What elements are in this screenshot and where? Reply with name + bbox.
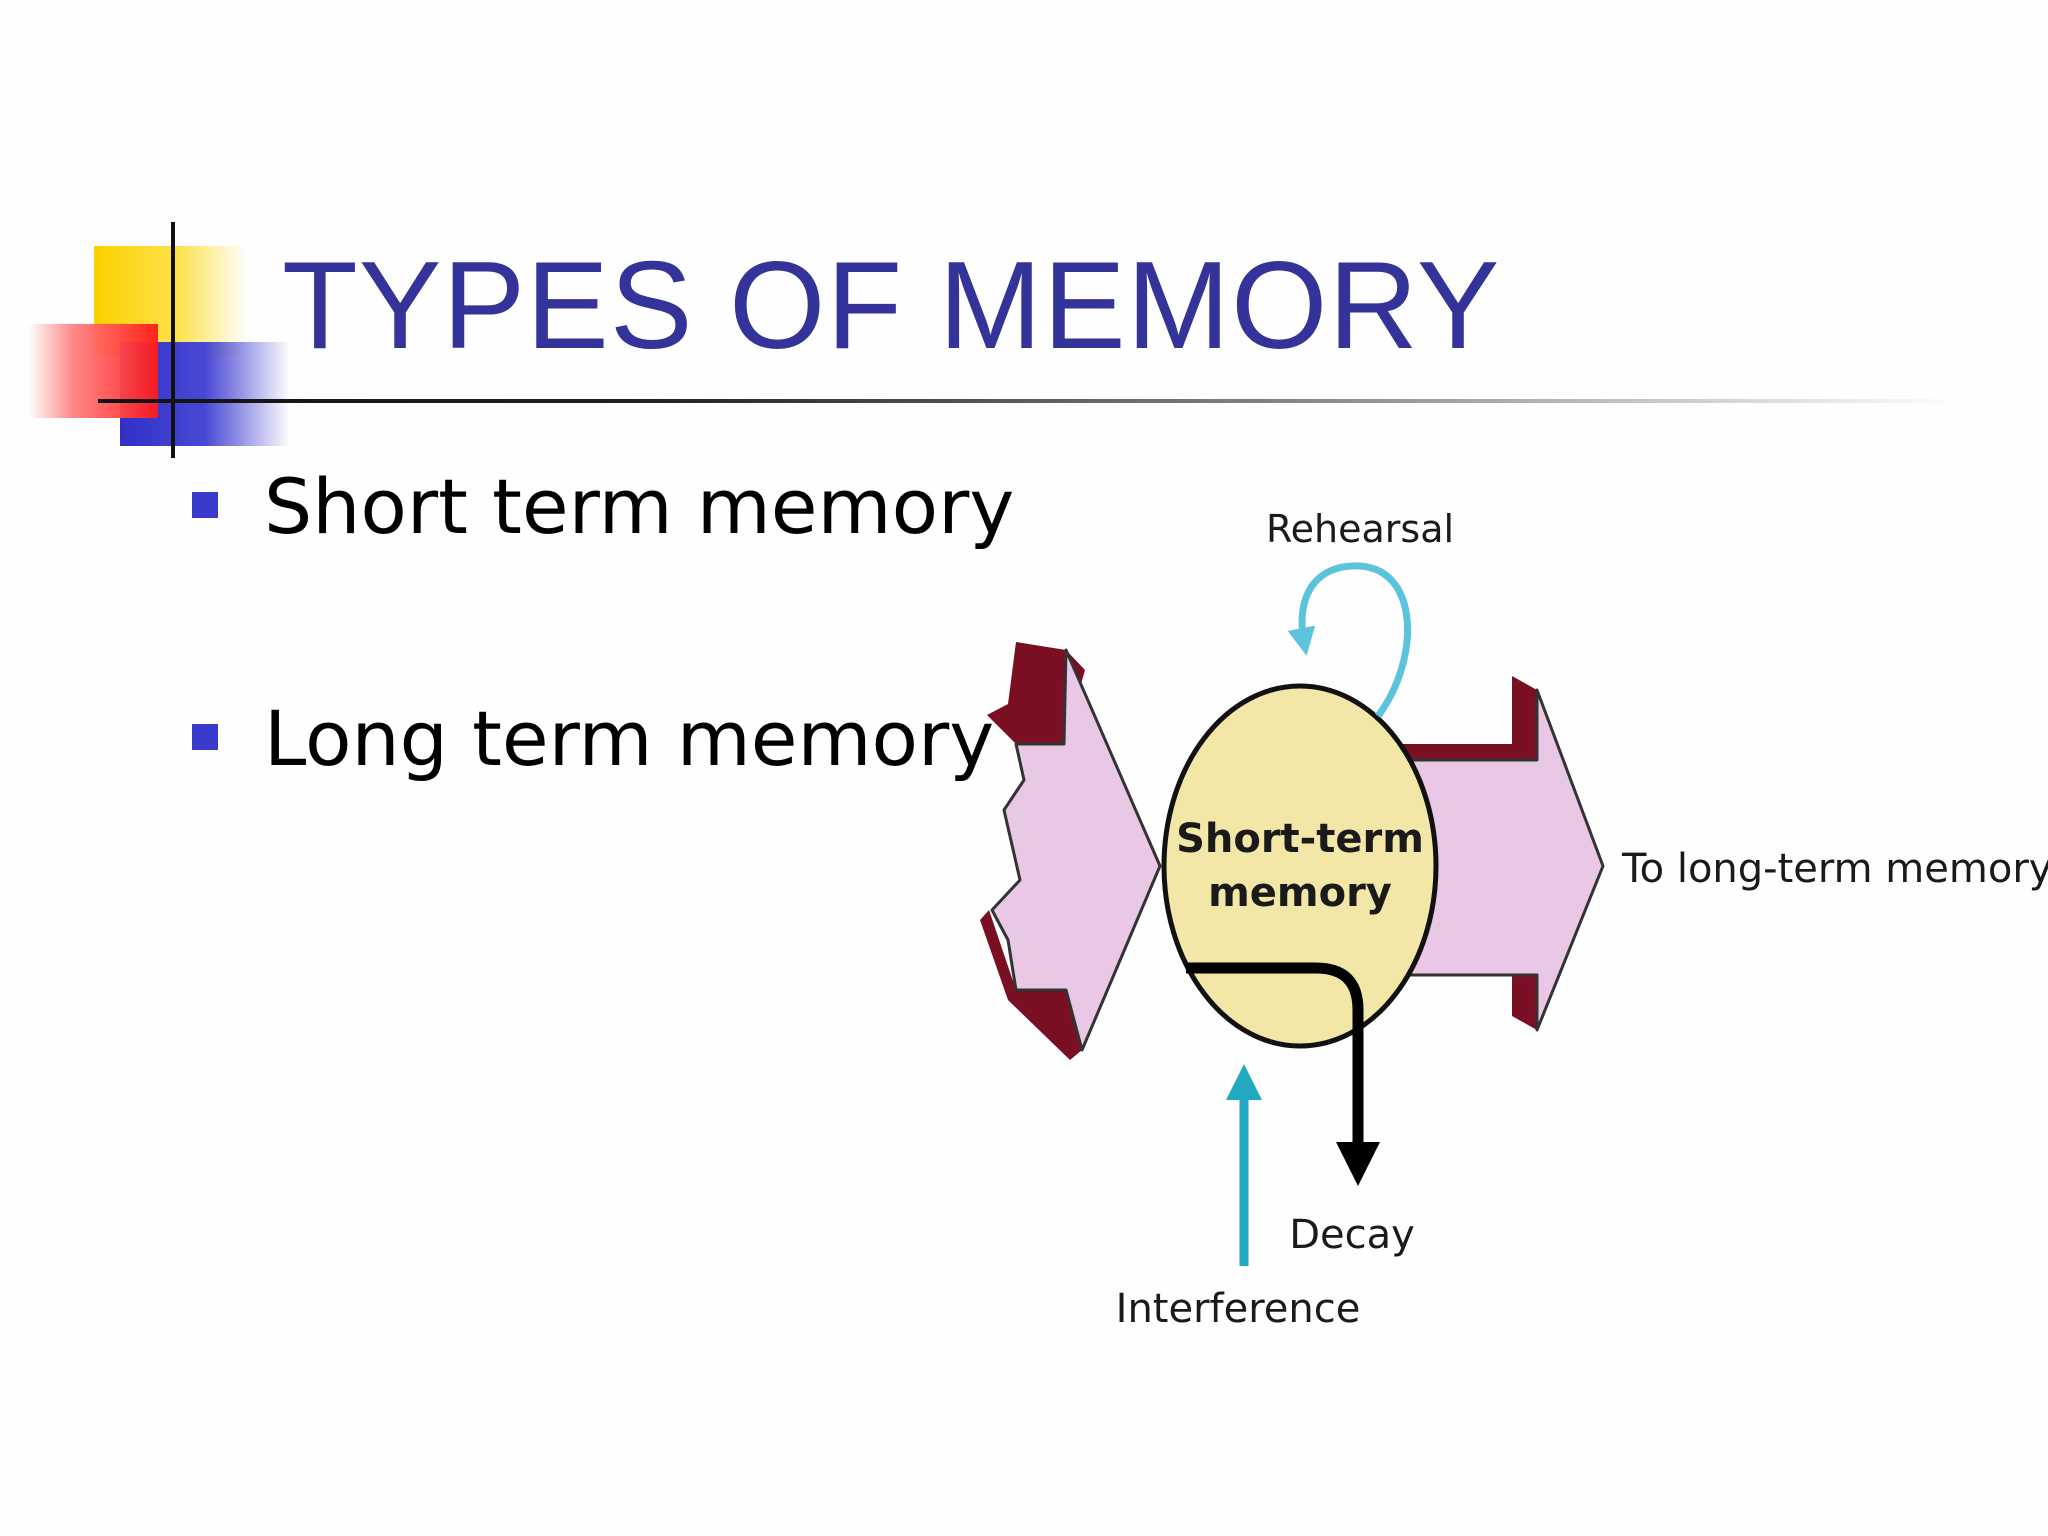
interference-label: Interference bbox=[1116, 1286, 1361, 1332]
circle-label-line2: memory bbox=[1208, 870, 1392, 916]
input-arrow bbox=[980, 642, 1160, 1060]
short-term-memory-circle bbox=[1164, 686, 1436, 1046]
output-arrow-edge bbox=[1397, 676, 1537, 760]
circle-label-line1: Short-term bbox=[1176, 816, 1424, 862]
output-label: To long-term memory bbox=[1621, 846, 2048, 892]
rehearsal-label: Rehearsal bbox=[1266, 507, 1454, 551]
decay-label: Decay bbox=[1289, 1212, 1415, 1258]
